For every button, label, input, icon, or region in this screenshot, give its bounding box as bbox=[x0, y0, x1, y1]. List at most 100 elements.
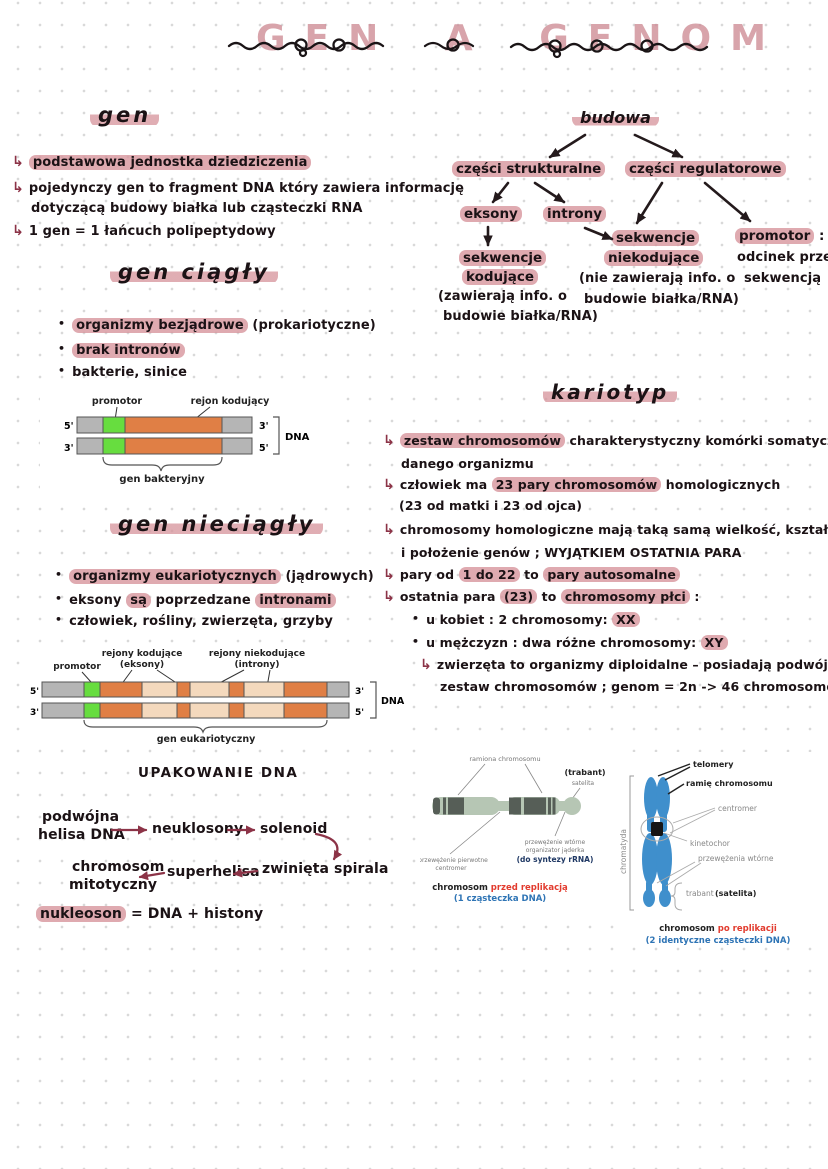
flow-helisa-1: podwójna bbox=[42, 809, 120, 825]
caption-text: chromosom bbox=[659, 924, 718, 934]
figure-chromosome-after-replication: telomery ramię chromosomu centromer kine… bbox=[618, 752, 828, 947]
heading-upakowanie: UPAKOWANIE DNA bbox=[138, 765, 299, 781]
highlight-text: (23) bbox=[499, 589, 538, 604]
strand-label: 5' bbox=[259, 443, 269, 454]
kariotyp-line-7: ↳pary od 1 do 22 to pary autosomalne bbox=[383, 567, 681, 583]
heading-gen-text: gen bbox=[90, 103, 160, 127]
heading-text: kariotyp bbox=[543, 380, 678, 404]
heading-text: gen ciągły bbox=[110, 260, 278, 284]
text: pary od bbox=[399, 567, 459, 582]
highlight-text: chromosomy płci bbox=[560, 589, 690, 604]
node-sekw-niekodujace-1: sekwencje bbox=[612, 230, 700, 246]
nieciagly-bullet-2: • eksony są poprzedzane intronami bbox=[55, 592, 336, 608]
kariotyp-line-11: ↳zwierzęta to organizmy diploidalne – po… bbox=[420, 657, 828, 673]
highlight-text: niekodujące bbox=[604, 250, 704, 266]
highlight-text: nukleoson bbox=[36, 906, 126, 922]
node-eksony: eksony bbox=[460, 206, 522, 222]
caption-chromosom-przed: chromosom przed replikacją bbox=[432, 883, 568, 893]
highlight-text: są bbox=[126, 593, 151, 608]
text: charakterystyczny komórki somatycznej bbox=[565, 433, 828, 448]
highlight-text: sekwencje bbox=[459, 250, 547, 266]
text: chromosomy homologiczne mają taką samą w… bbox=[399, 522, 828, 537]
branch-arrow-icon: ↳ bbox=[383, 522, 395, 538]
handwriting-squiggle-icon bbox=[227, 38, 709, 59]
strand-label: 5' bbox=[355, 708, 364, 718]
heading-gen-nieciagly: gen nieciągły bbox=[110, 512, 324, 536]
node-introny: introny bbox=[543, 206, 607, 222]
note-niekodujace-2: budowie białka/RNA) bbox=[584, 292, 739, 307]
highlight-text: części strukturalne bbox=[452, 161, 606, 177]
figure-chromosome-before-replication: ramiona chromosomu (trabant) satelita pr… bbox=[420, 748, 620, 913]
label-dna: DNA bbox=[285, 432, 310, 443]
highlight-text: introny bbox=[543, 206, 607, 222]
label-rejony-niekodujace: rejony niekodujące bbox=[209, 649, 305, 659]
strand-label: 5' bbox=[30, 687, 39, 697]
highlight-text: XX bbox=[612, 612, 640, 627]
highlight-text: intronami bbox=[255, 593, 336, 608]
text: pojedynczy gen to fragment DNA który zaw… bbox=[28, 181, 465, 196]
text: poprzedzane bbox=[150, 593, 256, 608]
bullet-dot-icon: • bbox=[55, 592, 63, 605]
highlight-text: części regulatorowe bbox=[625, 161, 786, 177]
budowa-tree-arrows-icon bbox=[483, 133, 752, 247]
flow-helisa-2: helisa DNA bbox=[38, 827, 125, 843]
budowa-root: budowa bbox=[572, 108, 659, 127]
text: 1 gen = 1 łańcuch polipeptydowy bbox=[28, 224, 276, 239]
label-satelita: satelita bbox=[572, 780, 595, 787]
highlight-text: XY bbox=[700, 635, 728, 650]
heading-gen-ciagly: gen ciągły bbox=[110, 260, 278, 284]
note-promotor-2: sekwencją bbox=[744, 271, 822, 286]
branch-arrow-icon: ↳ bbox=[383, 567, 395, 583]
bullet-dot-icon: • bbox=[55, 613, 63, 626]
upakowanie-flow-arrows-icon bbox=[110, 825, 343, 881]
highlight-text: pary autosomalne bbox=[543, 567, 681, 582]
flow-chromosom-1: chromosom bbox=[72, 859, 165, 875]
nieciagly-bullet-1: •organizmy eukariotycznych (jądrowych) bbox=[55, 568, 374, 584]
bullet-dot-icon: • bbox=[58, 342, 66, 355]
branch-arrow-icon: ↳ bbox=[12, 180, 24, 196]
kariotyp-line-9: •u kobiet : 2 chromosomy: XX bbox=[412, 612, 640, 627]
text: = DNA + histony bbox=[125, 906, 264, 922]
text: ostatnia para bbox=[399, 589, 500, 604]
text: człowiek, rośliny, zwierzęta, grzyby bbox=[69, 614, 333, 629]
bullet-dot-icon: • bbox=[58, 317, 66, 330]
gen-bullet-2: ↳ pojedynczy gen to fragment DNA który za… bbox=[12, 180, 464, 196]
heading-kariotyp: kariotyp bbox=[543, 380, 678, 404]
label-centromer: centromer bbox=[435, 865, 467, 872]
label-satelita: (satelita) bbox=[715, 889, 756, 898]
note-kodujace-1: (zawierają info. o bbox=[438, 289, 567, 304]
note-niekodujace-1: (nie zawierają info. o bbox=[579, 271, 736, 286]
page-title: GEN A GENOM bbox=[256, 18, 785, 59]
note-kodujace-2: budowie białka/RNA) bbox=[443, 309, 598, 324]
budowa-root-text: budowa bbox=[572, 108, 659, 127]
highlight-text: eksony bbox=[460, 206, 522, 222]
text: homologicznych bbox=[661, 477, 781, 492]
heading-text: gen nieciągły bbox=[110, 512, 324, 536]
ciagly-bullet-2: •brak intronów bbox=[58, 342, 185, 358]
highlight-text: organizmy eukariotycznych bbox=[69, 569, 281, 584]
kariotyp-line-3: ↳człowiek ma 23 pary chromosomów homolog… bbox=[383, 477, 780, 493]
dna-diagram-bacterial: promotor rejon kodujący 5' 3' 3' 5' DNA … bbox=[40, 393, 340, 490]
highlight-text: promotor bbox=[735, 228, 815, 244]
text: : bbox=[819, 228, 825, 244]
flow-nukleosomy: neuklosony bbox=[152, 821, 244, 837]
label-centromer: centromer bbox=[718, 804, 758, 813]
text: eksony bbox=[69, 593, 127, 608]
caption-gen-eukariotyczny: gen eukariotyczny bbox=[157, 734, 256, 745]
node-strukturalne: części strukturalne bbox=[452, 161, 606, 177]
label-trabant: trabant bbox=[686, 889, 714, 898]
label-trabant: (trabant) bbox=[564, 768, 605, 777]
bullet-dot-icon: • bbox=[55, 568, 63, 581]
node-promotor: promotor : bbox=[735, 228, 824, 244]
strand-label: 3' bbox=[64, 443, 74, 454]
text: bakterie, sinice bbox=[72, 365, 188, 380]
label-do-syntezy-rrna: (do syntezy rRNA) bbox=[517, 855, 594, 864]
text: człowiek ma bbox=[399, 477, 492, 492]
flow-solenoid: solenoid bbox=[260, 821, 328, 837]
dna-diagram-eukaryotic: promotor rejony kodujące (eksony) rejony… bbox=[22, 645, 407, 745]
kariotyp-line-4: (23 od matki i 23 od ojca) bbox=[399, 498, 583, 513]
ciagly-bullet-3: •bakterie, sinice bbox=[58, 364, 187, 380]
branch-arrow-icon: ↳ bbox=[383, 477, 395, 493]
label-telomery: telomery bbox=[693, 760, 734, 769]
node-sekw-kodujace-1: sekwencje bbox=[459, 250, 547, 266]
